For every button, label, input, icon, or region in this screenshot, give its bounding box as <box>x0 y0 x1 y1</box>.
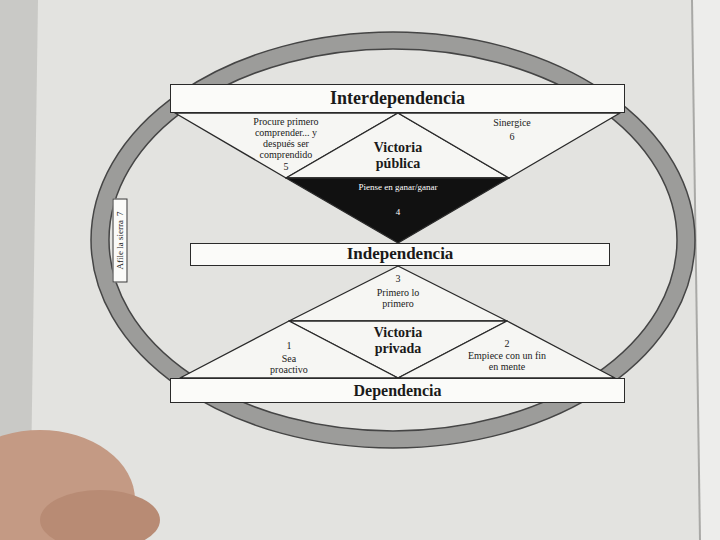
habit-name: Sinergice <box>472 117 552 128</box>
habit-name: Primero lo primero <box>368 287 428 309</box>
next-page <box>692 0 720 540</box>
habit-triangle: Piense en ganar/ganar 4 <box>286 178 509 243</box>
triangle-shape <box>289 266 507 321</box>
level-title: Interdependencia <box>330 89 465 109</box>
habit-name: Piense en ganar/ganar <box>358 183 438 193</box>
habit-number: 6 <box>502 131 522 142</box>
level-title: Independencia <box>347 245 454 264</box>
level-band: Interdependencia <box>170 84 625 113</box>
renewal-ring <box>91 32 695 448</box>
triangle-shape <box>286 178 509 243</box>
book-page <box>30 0 700 540</box>
habit-triangle: 3Primero lo primero <box>289 266 507 321</box>
habit-name: Procure primero comprender... y después … <box>240 116 332 160</box>
habit-name: Sea proactivo <box>263 353 315 375</box>
triangle-shape <box>180 321 398 378</box>
victory-title: Victoria pública <box>350 140 446 172</box>
level-band: Dependencia <box>170 378 625 403</box>
habit-name: Afile la sierra <box>115 220 125 269</box>
level-title: Dependencia <box>354 382 442 400</box>
habit-number: 3 <box>388 273 408 284</box>
thumb <box>40 490 160 540</box>
habit-name: Empiece con un fin en mente <box>467 350 547 372</box>
habit-number: 7 <box>115 211 125 216</box>
habit-number: 1 <box>279 340 299 351</box>
page-fold <box>692 0 700 540</box>
victory-title: Victoria privada <box>353 325 443 357</box>
habit-number: 4 <box>388 208 408 218</box>
habit-triangle: Sinergice 6 <box>398 113 620 178</box>
habit-triangle: 2Empiece con un fin en mente <box>398 321 615 378</box>
triangle-shape <box>398 113 620 178</box>
habit-number: 2 <box>497 338 517 349</box>
triangle-shape <box>398 321 615 378</box>
habit-number: 5 <box>276 161 296 172</box>
habit-label: Afile la sierra 7 <box>113 198 128 282</box>
level-band: Independencia <box>190 243 610 266</box>
habit-triangle: 1Sea proactivo <box>180 321 398 378</box>
